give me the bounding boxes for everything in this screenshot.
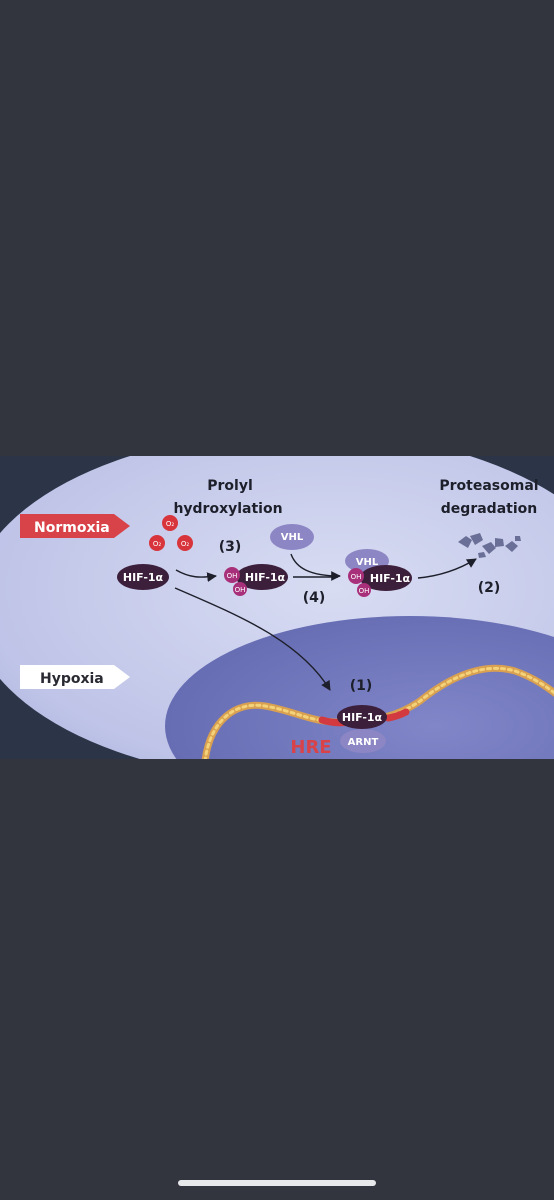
step-1-label: (1): [350, 678, 373, 694]
hif1a-hydroxylated-label: HIF-1α: [245, 571, 286, 584]
hif1a-free-label: HIF-1α: [123, 571, 164, 584]
oh-complex-top: [348, 568, 364, 584]
hre-label: HRE: [290, 737, 331, 758]
arnt: [340, 729, 386, 753]
pathway-diagram: Normoxia Hypoxia Prolyl hydroxylation Pr…: [0, 456, 554, 759]
o2-circle-left: [149, 535, 165, 551]
hypoxia-label: Hypoxia: [40, 671, 104, 687]
vhl-hif-complex: VHL HIF-1α OH OH: [345, 549, 412, 597]
hif1a-complex-body: [360, 565, 412, 591]
o2-label-right: O₂: [181, 540, 190, 548]
fragment-5: [505, 541, 518, 552]
oh-complex-bottom: [357, 583, 371, 597]
fragment-6: [478, 552, 486, 558]
vhl-free-label: VHL: [281, 532, 304, 543]
step-2-label: (2): [478, 580, 501, 596]
hypoxia-arrow: [174, 587, 331, 691]
hre-segment-right: [384, 708, 410, 722]
oh-complex-label-top: OH: [351, 573, 362, 581]
hif1a-nuclear: [337, 705, 387, 729]
hif-pathway-figure: Normoxia Hypoxia Prolyl hydroxylation Pr…: [0, 456, 554, 759]
fragment-4: [495, 538, 504, 547]
hif1a-complex-label: HIF-1α: [370, 572, 411, 585]
hif1a-free: [117, 564, 169, 590]
proteasomal-degradation-label-1: Proteasomal: [439, 478, 538, 494]
oh-group-top: [224, 567, 240, 583]
hif1a-hydroxylated: HIF-1α OH OH: [224, 564, 288, 596]
oh-label-top: OH: [227, 572, 238, 580]
oh-complex-label-bottom: OH: [359, 587, 370, 595]
normoxia-tag-shape: [20, 514, 130, 538]
vhl-bound-label: VHL: [356, 557, 379, 568]
vhl-binding-arrow: [290, 553, 341, 581]
fragment-2: [470, 533, 483, 545]
oxygen-molecules: O₂ O₂ O₂: [149, 515, 193, 551]
o2-circle-right: [177, 535, 193, 551]
fragment-3: [482, 542, 496, 554]
degradation-arrow: [417, 558, 477, 579]
hydroxylation-arrow: [175, 569, 217, 582]
degraded-protein-fragments: [458, 533, 521, 558]
prolyl-hydroxylation-label-1: Prolyl: [207, 478, 253, 494]
home-indicator[interactable]: [178, 1180, 376, 1186]
hypoxia-tag-shape: [20, 665, 130, 689]
vhl-free: [270, 524, 314, 550]
oh-label-bottom: OH: [235, 586, 246, 594]
normoxia-label: Normoxia: [34, 520, 110, 536]
o2-label-left: O₂: [153, 540, 162, 548]
step-4-label: (4): [303, 590, 326, 606]
step-3-label: (3): [219, 539, 242, 555]
o2-circle-top: [162, 515, 178, 531]
hif1a-nuclear-label: HIF-1α: [342, 711, 383, 724]
prolyl-hydroxylation-label-2: hydroxylation: [173, 501, 282, 517]
fragment-1: [458, 536, 472, 548]
cell-nucleus: [165, 616, 554, 759]
fragment-7: [515, 536, 521, 541]
arnt-label: ARNT: [348, 737, 379, 748]
proteasomal-degradation-label-2: degradation: [441, 501, 537, 517]
oh-group-bottom: [233, 582, 247, 596]
o2-label-top: O₂: [166, 520, 175, 528]
hif1a-hydroxylated-body: [236, 564, 288, 590]
